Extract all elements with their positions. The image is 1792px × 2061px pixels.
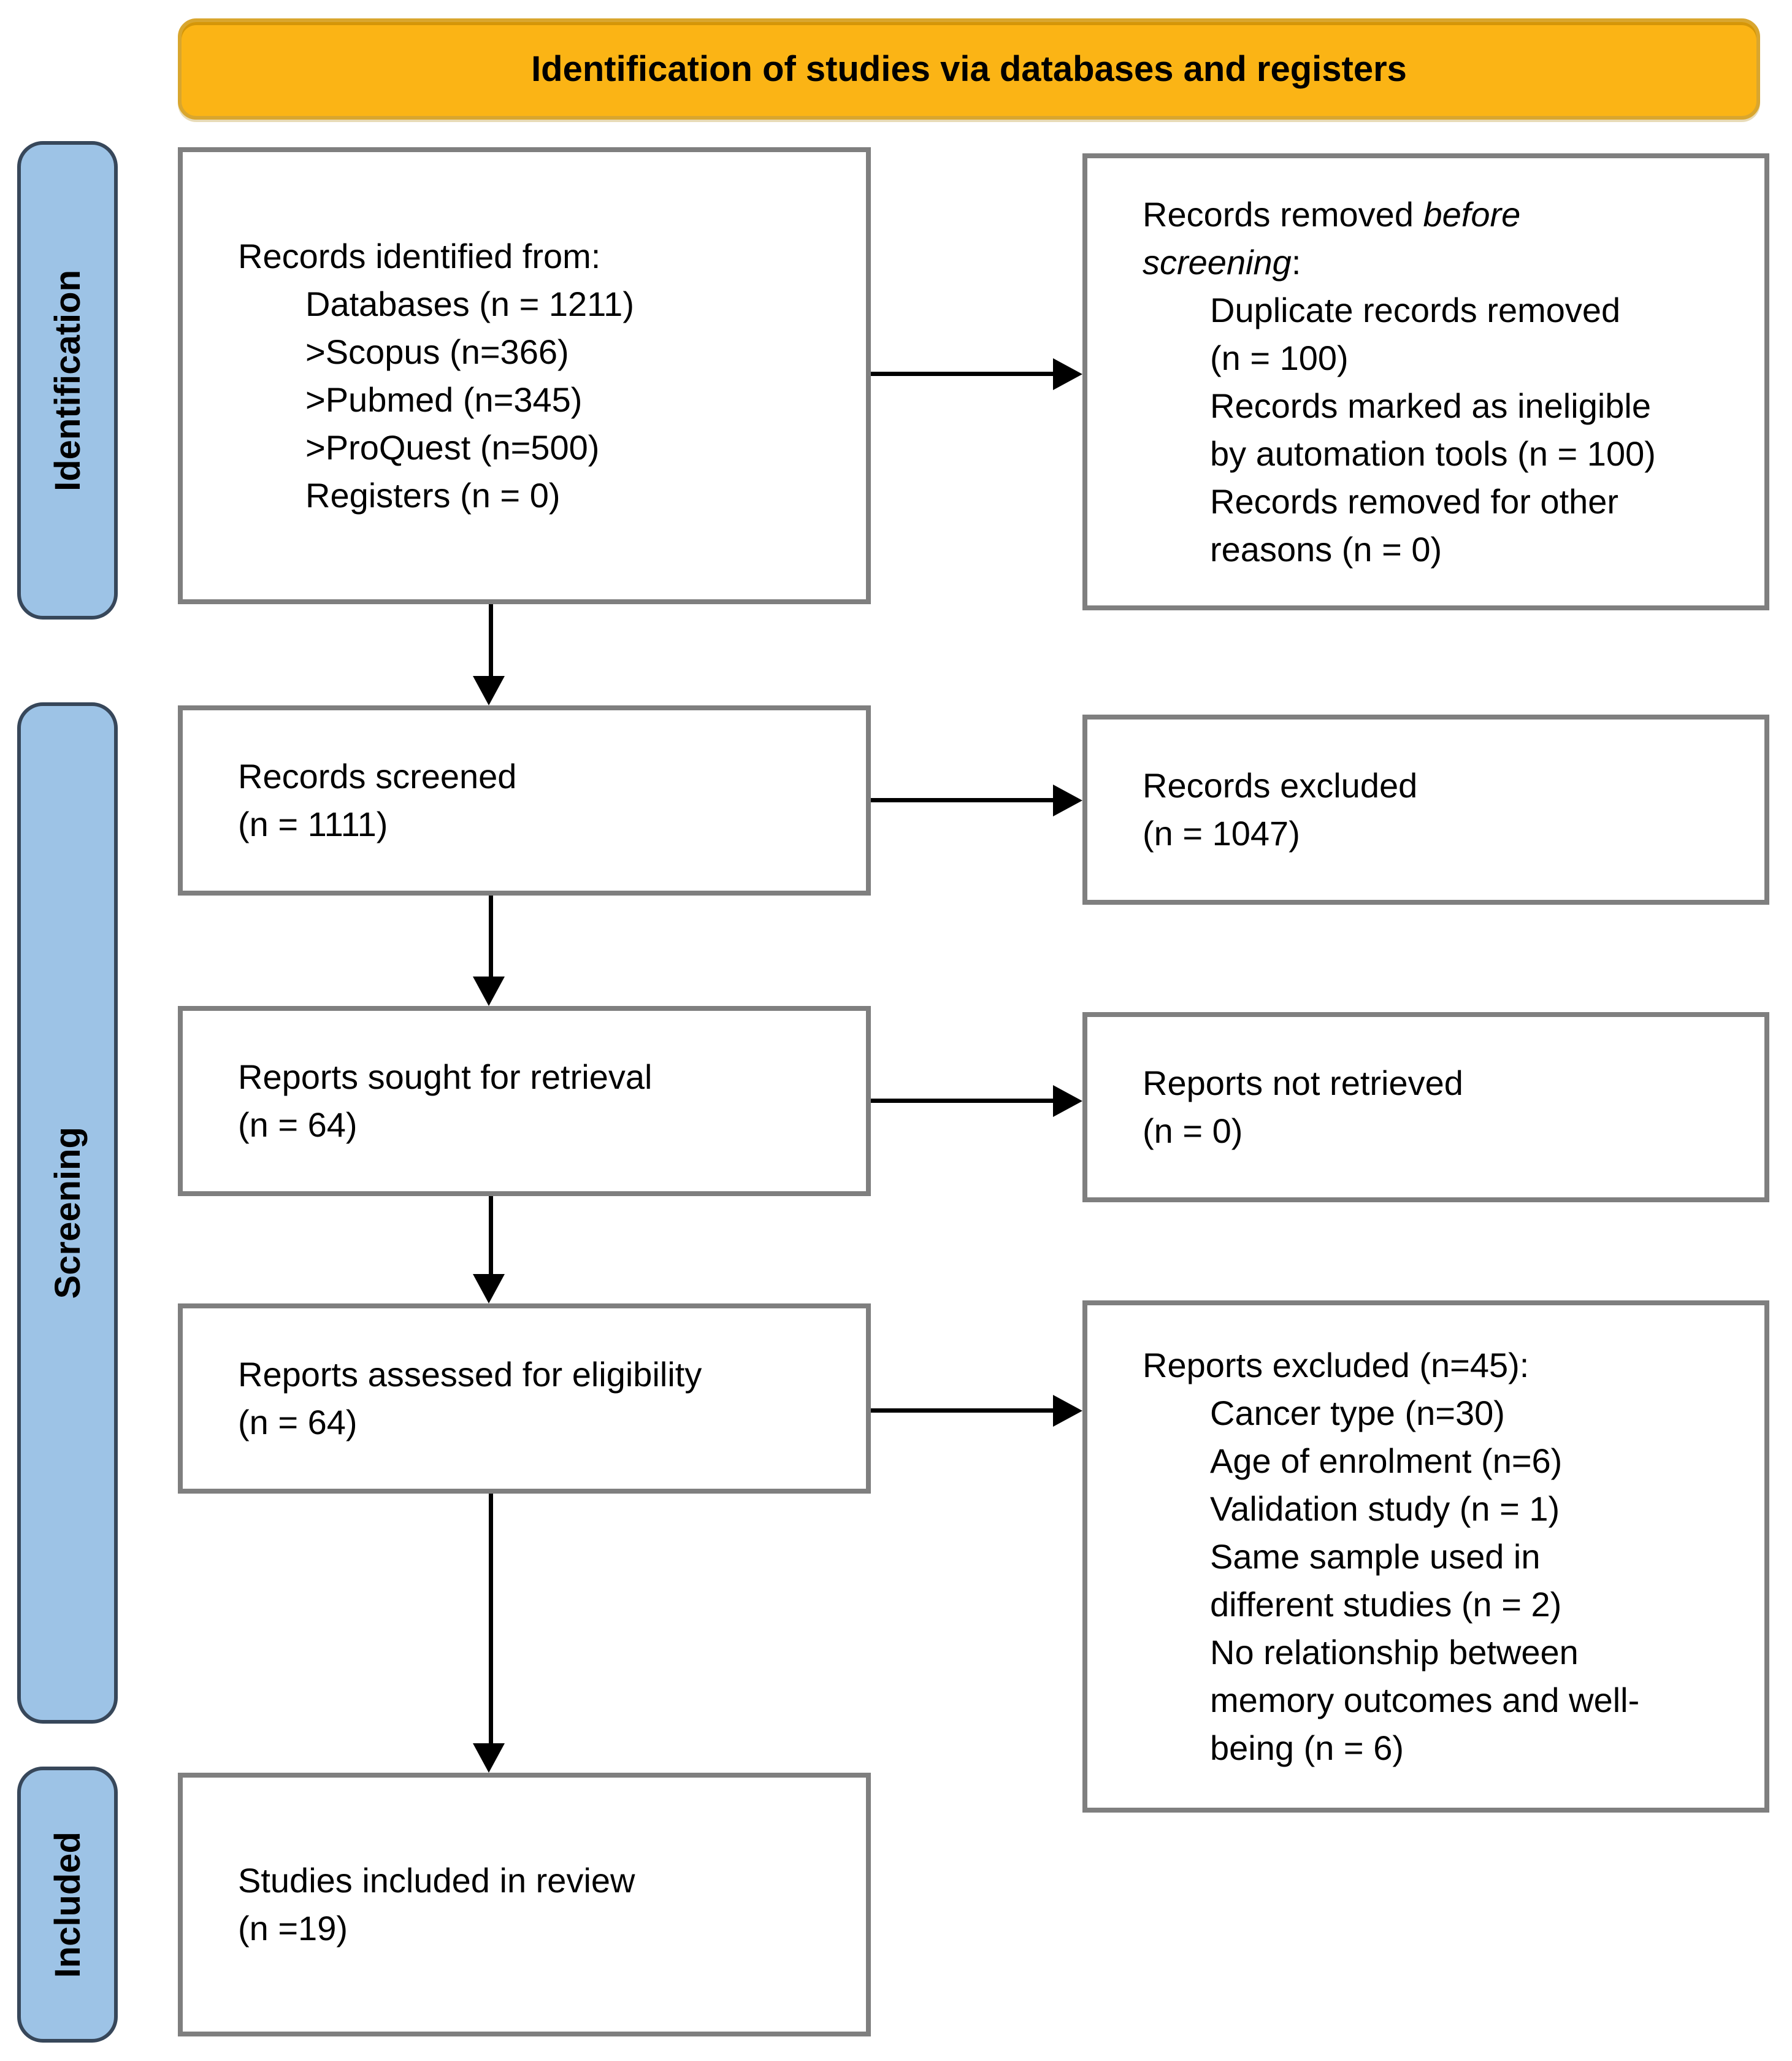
stage-label-screening: Screening <box>17 702 118 1724</box>
box-title: screening: <box>1143 242 1301 282</box>
box-line: (n = 1111) <box>238 805 388 843</box>
box-line: No relationship between <box>1210 1632 1579 1671</box>
box-line: Records marked as ineligible <box>1210 386 1652 425</box>
box-line: Reports sought for retrieval <box>238 1057 653 1096</box>
arrow-line <box>871 372 1053 376</box>
box-line: being (n = 6) <box>1210 1728 1404 1767</box>
box-line: reasons (n = 0) <box>1210 529 1442 569</box>
box-line: (n = 100) <box>1210 338 1349 377</box>
arrow-head-icon <box>473 1743 505 1773</box>
box-line: Validation study (n = 1) <box>1210 1489 1560 1528</box>
box-line: Cancer type (n=30) <box>1210 1393 1505 1432</box>
box-line: Records excluded <box>1143 766 1418 805</box>
arrow-line <box>871 798 1053 802</box>
box-line: Reports not retrieved <box>1143 1064 1463 1102</box>
arrow-head-icon <box>1053 1085 1082 1117</box>
box-line: (n = 64) <box>238 1105 358 1144</box>
stage-label-text: Included <box>47 1831 88 1978</box>
box-line: Registers (n = 0) <box>305 475 561 515</box>
box-title: Records identified from: <box>238 236 601 275</box>
arrow-head-icon <box>473 977 505 1006</box>
box-records-excluded: Records excluded (n = 1047) <box>1082 715 1769 905</box>
arrow-head-icon <box>473 676 505 705</box>
box-line: Same sample used in <box>1210 1537 1541 1576</box>
box-line: (n = 0) <box>1143 1111 1243 1150</box>
box-line: Studies included in review <box>238 1861 635 1900</box>
stage-label-identification: Identification <box>17 141 118 620</box>
stage-label-included: Included <box>17 1767 118 2043</box>
arrow-line <box>489 1196 493 1274</box>
arrow-line <box>871 1099 1053 1103</box>
box-line: (n = 64) <box>238 1403 358 1441</box>
box-line: Records removed for other <box>1210 482 1619 521</box>
box-records-identified: Records identified from: Databases (n = … <box>178 147 871 604</box>
arrow-head-icon <box>473 1274 505 1303</box>
box-title: Records removed before <box>1143 194 1521 234</box>
box-records-screened: Records screened (n = 1111) <box>178 705 871 896</box>
arrow-head-icon <box>1053 358 1082 390</box>
box-line: (n = 1047) <box>1143 814 1300 853</box>
header-title: Identification of studies via databases … <box>531 49 1407 89</box>
box-reports-not-retrieved: Reports not retrieved (n = 0) <box>1082 1012 1769 1202</box>
box-line: (n =19) <box>238 1909 348 1948</box>
box-reports-sought-for-retrieval: Reports sought for retrieval (n = 64) <box>178 1006 871 1196</box>
header-banner: Identification of studies via databases … <box>178 18 1760 120</box>
box-line: memory outcomes and well- <box>1210 1680 1640 1719</box>
box-line: Databases (n = 1211) <box>305 284 634 323</box>
box-line: >Pubmed (n=345) <box>305 380 583 419</box>
stage-label-text: Identification <box>47 269 88 491</box>
box-line: Age of enrolment (n=6) <box>1210 1441 1563 1480</box>
arrow-line <box>489 604 493 676</box>
arrow-line <box>489 896 493 977</box>
arrow-line <box>871 1408 1053 1413</box>
box-line: >Scopus (n=366) <box>305 332 569 371</box>
arrow-head-icon <box>1053 785 1082 816</box>
arrow-line <box>489 1494 493 1743</box>
box-reports-excluded: Reports excluded (n=45): Cancer type (n=… <box>1082 1300 1769 1813</box>
box-line: Records screened <box>238 757 517 796</box>
box-line: different studies (n = 2) <box>1210 1584 1562 1624</box>
box-line: by automation tools (n = 100) <box>1210 434 1656 473</box>
box-studies-included-in-review: Studies included in review (n =19) <box>178 1773 871 2036</box>
box-line: >ProQuest (n=500) <box>305 428 600 467</box>
stage-label-text: Screening <box>47 1127 88 1299</box>
box-reports-assessed-for-eligibility: Reports assessed for eligibility (n = 64… <box>178 1303 871 1494</box>
box-records-removed-before-screening: Records removed before screening: Duplic… <box>1082 153 1769 610</box>
box-line: Reports assessed for eligibility <box>238 1355 702 1394</box>
arrow-head-icon <box>1053 1395 1082 1427</box>
box-title: Reports excluded (n=45): <box>1143 1345 1530 1384</box>
box-line: Duplicate records removed <box>1210 290 1621 329</box>
